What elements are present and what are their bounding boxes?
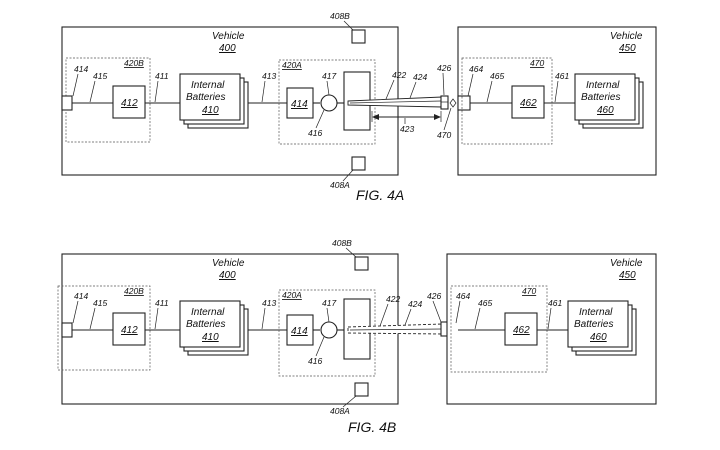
ref-416: 416 xyxy=(308,356,322,366)
ref-412: 412 xyxy=(121,98,138,109)
vehicle-450-ref: 450 xyxy=(619,270,636,281)
ref-462: 462 xyxy=(520,98,537,109)
ref-413: 413 xyxy=(262,298,276,308)
block-462 xyxy=(511,85,545,119)
ref-424: 424 xyxy=(408,299,422,309)
internal-batteries-410 xyxy=(179,73,241,121)
ref-470: 470 xyxy=(437,130,451,140)
ref-414: 414 xyxy=(74,64,88,74)
switch-417 xyxy=(320,94,338,112)
ref-426: 426 xyxy=(437,63,451,73)
batteries-460-line2: Batteries xyxy=(581,92,620,103)
block-412 xyxy=(112,85,146,119)
ref-465: 465 xyxy=(490,71,504,81)
ref-420a: 420A xyxy=(282,290,302,300)
port-408a xyxy=(351,156,366,171)
ref-413: 413 xyxy=(262,71,276,81)
ref-417: 417 xyxy=(322,71,336,81)
batteries-460-line2: Batteries xyxy=(574,319,613,330)
figure-4a: Vehicle 400 420B 414 415 412 411 Interna… xyxy=(61,11,657,203)
ref-416: 416 xyxy=(308,128,322,138)
cable-424-extended xyxy=(347,323,443,335)
ref-415: 415 xyxy=(93,71,107,81)
batteries-410-line2: Batteries xyxy=(186,92,225,103)
ref-417: 417 xyxy=(322,298,336,308)
block-414 xyxy=(286,87,314,119)
ref-461: 461 xyxy=(548,298,562,308)
batteries-460-line1: Internal xyxy=(586,80,620,91)
ref-464: 464 xyxy=(469,64,483,74)
ref-424: 424 xyxy=(413,72,427,82)
ref-408b: 408B xyxy=(330,11,350,21)
ref-461: 461 xyxy=(555,71,569,81)
batteries-460-ref: 460 xyxy=(597,105,614,116)
port-464 xyxy=(457,95,471,111)
block-414 xyxy=(286,314,314,346)
port-408b xyxy=(354,256,369,271)
ref-408b: 408B xyxy=(332,238,352,248)
caption-fig-4b: FIG. 4B xyxy=(348,419,396,435)
ref-470-region: 470 xyxy=(522,286,536,296)
ref-462: 462 xyxy=(513,325,530,336)
block-412 xyxy=(112,312,146,346)
ref-464: 464 xyxy=(456,291,470,301)
vehicle-450-ref: 450 xyxy=(619,43,636,54)
ref-420b: 420B xyxy=(124,58,144,68)
vehicle-400-label: Vehicle xyxy=(212,31,245,42)
internal-batteries-460 xyxy=(574,73,636,121)
ref-414-box: 414 xyxy=(291,99,308,110)
ref-470-region: 470 xyxy=(530,58,544,68)
ref-426: 426 xyxy=(427,291,441,301)
batteries-410-ref: 410 xyxy=(202,105,219,116)
internal-batteries-410 xyxy=(179,300,241,348)
batteries-410-ref: 410 xyxy=(202,332,219,343)
batteries-410-line2: Batteries xyxy=(186,319,225,330)
region-470 xyxy=(461,57,553,145)
ref-415: 415 xyxy=(93,298,107,308)
vehicle-400-ref: 400 xyxy=(219,43,236,54)
ref-414-box: 414 xyxy=(291,326,308,337)
ref-412: 412 xyxy=(121,325,138,336)
port-408b xyxy=(351,29,366,44)
batteries-460-line1: Internal xyxy=(579,307,613,318)
port-414 xyxy=(61,95,73,111)
ref-465: 465 xyxy=(478,298,492,308)
vehicle-400-label: Vehicle xyxy=(212,258,245,269)
batteries-410-line1: Internal xyxy=(191,307,225,318)
port-408a xyxy=(354,382,369,397)
batteries-460-ref: 460 xyxy=(590,332,607,343)
block-462 xyxy=(504,312,538,346)
ref-414: 414 xyxy=(74,291,88,301)
ref-423: 423 xyxy=(400,124,414,134)
ref-420a: 420A xyxy=(282,60,302,70)
ref-422: 422 xyxy=(392,70,406,80)
vehicle-450-label: Vehicle xyxy=(610,258,643,269)
plug-426 xyxy=(440,95,449,110)
ref-408a: 408A xyxy=(330,406,350,416)
batteries-410-line1: Internal xyxy=(191,80,225,91)
ref-422: 422 xyxy=(386,294,400,304)
ref-408a: 408A xyxy=(330,180,350,190)
ref-411: 411 xyxy=(155,71,169,81)
vehicle-450-label: Vehicle xyxy=(610,31,643,42)
ref-420b: 420B xyxy=(124,286,144,296)
internal-batteries-460 xyxy=(567,300,629,348)
caption-fig-4a: FIG. 4A xyxy=(356,187,404,203)
region-420b xyxy=(57,285,151,371)
figure-4b: Vehicle 400 420B 414 415 412 411 Interna… xyxy=(57,238,657,435)
port-414 xyxy=(61,322,73,338)
vehicle-400-ref: 400 xyxy=(219,270,236,281)
ref-411: 411 xyxy=(155,298,169,308)
switch-417 xyxy=(320,321,338,339)
